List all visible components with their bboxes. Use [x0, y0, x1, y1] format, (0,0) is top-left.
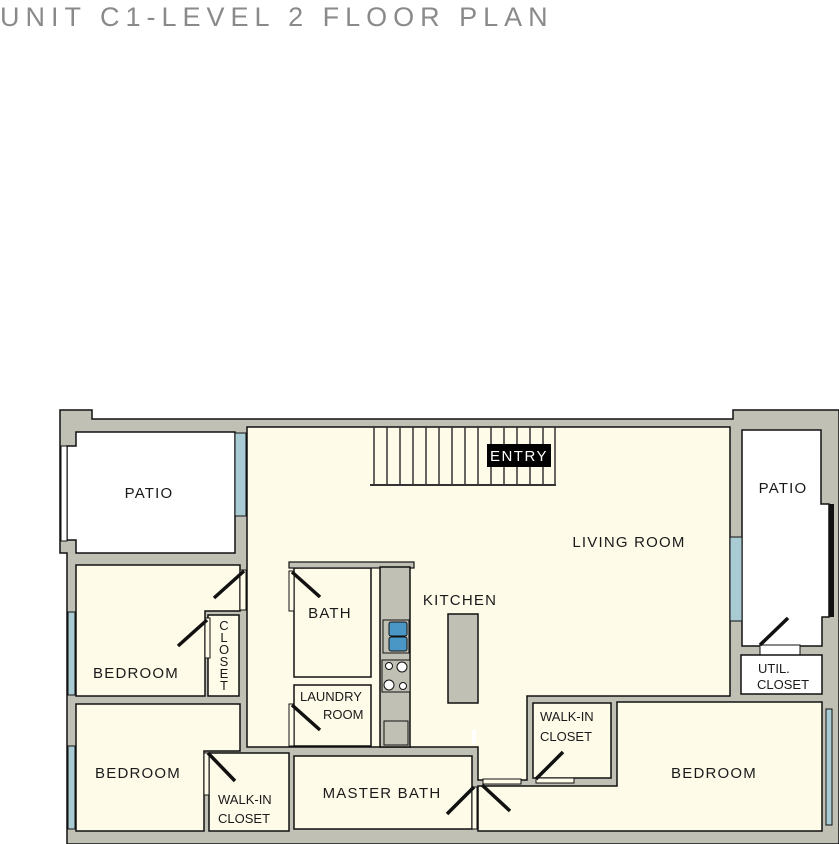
door-swing [445, 785, 476, 816]
window [729, 536, 743, 622]
room-label: BEDROOM [93, 665, 179, 682]
svg-text:CLOSET: CLOSET [757, 677, 809, 692]
room-label: BEDROOM [95, 765, 181, 782]
svg-text:CLOSET: CLOSET [218, 811, 270, 826]
floor-plan-title: UNIT C1-LEVEL 2 FLOOR PLAN [0, 2, 554, 32]
window [234, 432, 247, 517]
room-label: PATIO [125, 485, 174, 502]
closet: C L O S E T [176, 614, 240, 697]
bedroom-lower-left: BEDROOM [67, 703, 241, 832]
marker [472, 730, 476, 744]
door-swing [290, 703, 322, 732]
util-closet: UTIL. CLOSET [740, 654, 823, 695]
door-swing [290, 570, 322, 599]
window [825, 708, 833, 826]
svg-text:ENTRY: ENTRY [490, 448, 548, 465]
window [67, 745, 76, 830]
stairs [370, 427, 556, 486]
room-label: KITCHEN [423, 592, 497, 609]
kitchen-island [447, 613, 479, 704]
svg-text:T: T [220, 678, 228, 693]
door-swing [206, 751, 237, 783]
bedroom-upper-left: BEDROOM [67, 564, 247, 697]
sliding-door [60, 445, 68, 542]
laundry-room: LAUNDRY ROOM [288, 684, 372, 747]
svg-text:ROOM: ROOM [323, 707, 363, 722]
svg-text:WALK-IN: WALK-IN [218, 792, 272, 807]
patio-right: PATIO [729, 429, 834, 656]
svg-text:UTIL.: UTIL. [758, 661, 790, 676]
svg-text:CLOSET: CLOSET [540, 729, 592, 744]
sliding-door [829, 504, 834, 617]
window [67, 611, 76, 696]
door-swing [480, 783, 512, 813]
svg-text:S: S [220, 654, 229, 669]
svg-text:LAUNDRY: LAUNDRY [300, 689, 362, 704]
svg-text:O: O [219, 642, 229, 657]
bedroom-master: BEDROOM [477, 701, 833, 832]
room-label: PATIO [759, 480, 808, 497]
svg-text:C: C [219, 618, 228, 633]
svg-text:E: E [220, 666, 229, 681]
patio-left: PATIO [60, 431, 247, 554]
sink-basin [388, 621, 408, 637]
svg-text:WALK-IN: WALK-IN [540, 709, 594, 724]
entry-badge: ENTRY [487, 444, 551, 467]
door-swing [534, 750, 565, 781]
room-label: MASTER BATH [323, 785, 442, 802]
door-swing [176, 618, 209, 648]
room-label: BEDROOM [671, 765, 757, 782]
sink-basin [388, 636, 408, 652]
room-label: LIVING ROOM [572, 534, 685, 551]
walkin-closet-left: WALK-IN CLOSET [203, 751, 290, 832]
walkin-closet-right: WALK-IN CLOSET [532, 702, 612, 784]
svg-text:L: L [220, 630, 227, 645]
master-bath: MASTER BATH [293, 755, 478, 830]
dishwasher [383, 720, 409, 746]
bath: BATH [288, 567, 372, 678]
door-swing [758, 616, 790, 647]
kitchen-counter: KITCHEN [288, 561, 497, 748]
door-swing [212, 569, 246, 600]
room-label: BATH [308, 605, 352, 622]
